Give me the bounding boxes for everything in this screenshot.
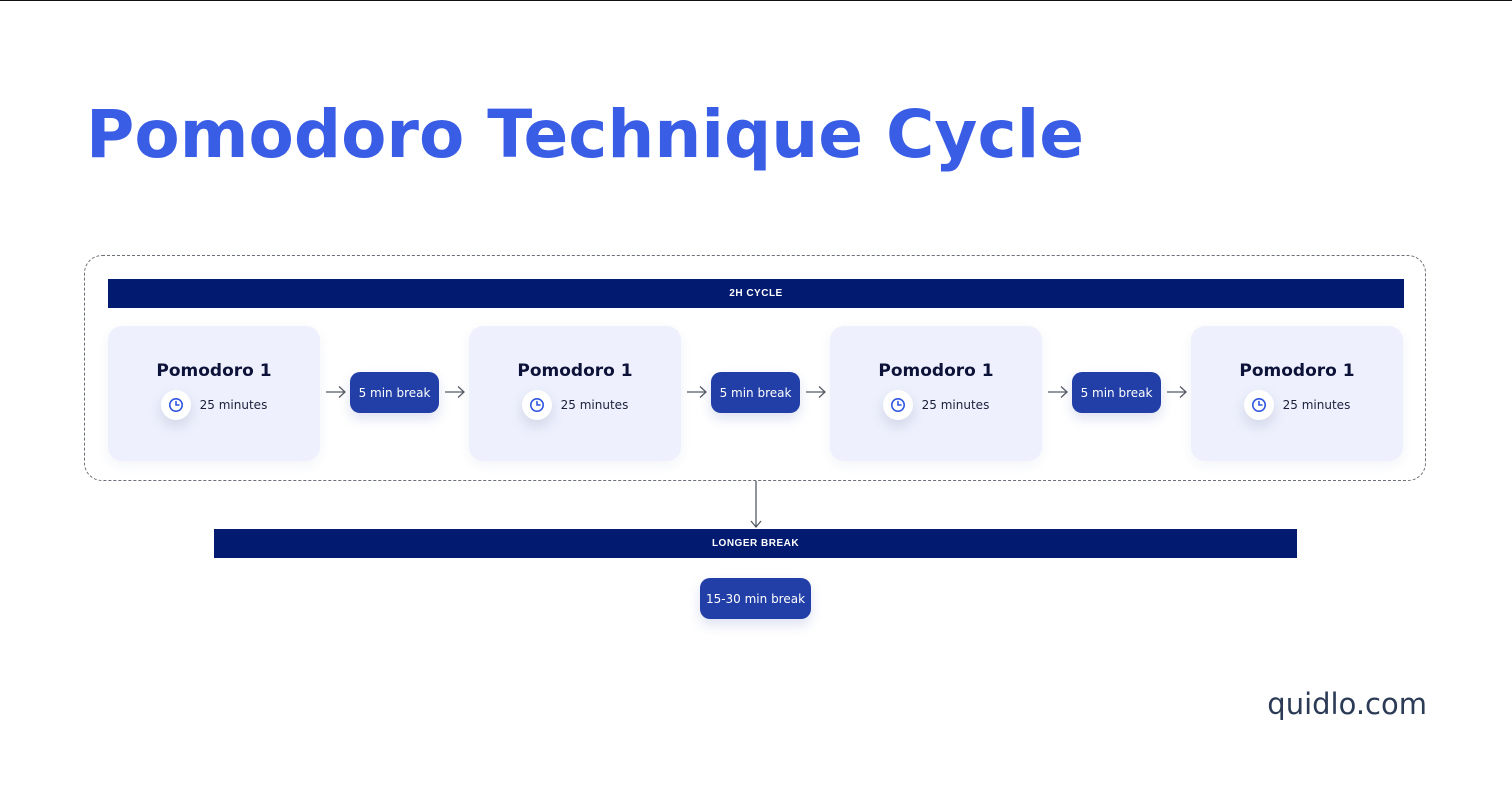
clock-icon	[882, 390, 913, 420]
arrow-right-icon	[1167, 386, 1187, 398]
pomodoro-title: Pomodoro 1	[1239, 361, 1355, 381]
pomodoro-card: Pomodoro 1 25 minutes	[108, 326, 320, 461]
clock-icon	[1243, 390, 1274, 420]
pomodoro-title: Pomodoro 1	[878, 361, 994, 381]
pomodoro-duration: 25 minutes	[560, 398, 629, 412]
page-title: Pomodoro Technique Cycle	[86, 96, 1084, 173]
pomodoro-card: Pomodoro 1 25 minutes	[469, 326, 681, 461]
cycle-frame	[84, 255, 1426, 481]
short-break-pill: 5 min break	[350, 372, 439, 413]
longer-break-label: LONGER BREAK	[711, 538, 800, 549]
arrow-right-icon	[806, 386, 826, 398]
pomodoro-duration: 25 minutes	[921, 398, 990, 412]
long-break-pill: 15-30 min break	[700, 578, 811, 619]
pomodoro-duration: 25 minutes	[199, 398, 268, 412]
short-break-pill: 5 min break	[1072, 372, 1161, 413]
clock-icon	[160, 390, 191, 420]
pomodoro-card: Pomodoro 1 25 minutes	[830, 326, 1042, 461]
arrow-right-icon	[1048, 386, 1068, 398]
clock-icon	[521, 390, 552, 420]
short-break-pill: 5 min break	[711, 372, 800, 413]
brand-logo: quidlo.com	[1267, 687, 1427, 721]
arrow-right-icon	[687, 386, 707, 398]
cycle-label: 2H CYCLE	[729, 288, 783, 299]
pomodoro-title: Pomodoro 1	[156, 361, 272, 381]
arrow-right-icon	[445, 386, 465, 398]
pomodoro-duration: 25 minutes	[1282, 398, 1351, 412]
arrow-down-icon	[750, 481, 762, 529]
cycle-band: 2H CYCLE	[108, 279, 1404, 308]
longer-break-band: LONGER BREAK	[214, 529, 1297, 558]
arrow-right-icon	[326, 386, 346, 398]
pomodoro-card: Pomodoro 1 25 minutes	[1191, 326, 1403, 461]
pomodoro-title: Pomodoro 1	[517, 361, 633, 381]
